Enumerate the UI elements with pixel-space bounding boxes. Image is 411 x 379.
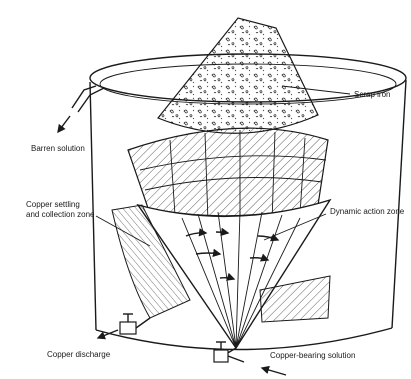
discharge-valve-icon (98, 314, 150, 338)
label-barren-solution: Barren solution (31, 144, 85, 153)
label-copper-settling: Copper settling (26, 200, 80, 209)
settling-cone (112, 200, 330, 348)
label-scrap-iron: Scrap iron (354, 90, 390, 99)
label-dynamic-action-zone: Dynamic action zone (330, 207, 405, 216)
label-collection-zone: and collection zone (26, 210, 95, 219)
barren-outlet-pipe (58, 86, 104, 132)
scrap-iron-pile (158, 18, 318, 133)
label-copper-bearing-solution: Copper-bearing solution (270, 351, 355, 360)
label-copper-discharge: Copper discharge (47, 350, 111, 359)
